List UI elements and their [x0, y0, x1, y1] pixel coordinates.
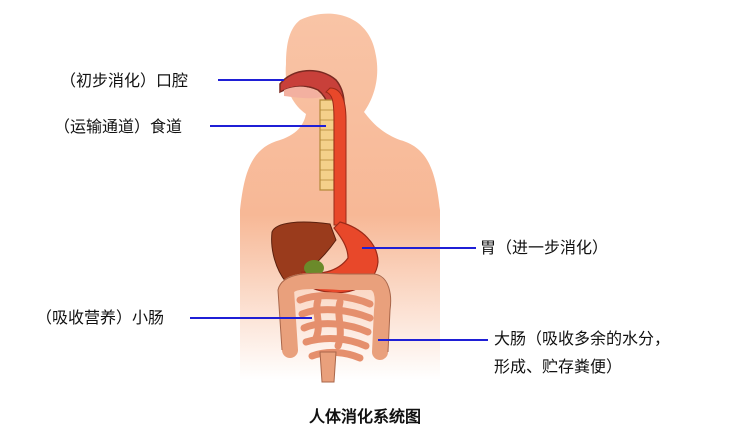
label-large-intestine-line1: 大肠（吸收多余的水分， [494, 329, 671, 348]
figure-caption: 人体消化系统图 [308, 407, 421, 426]
esophagus [319, 99, 335, 191]
label-small-intestine: （吸收营养）小肠 [36, 308, 165, 327]
lower-esophagus [325, 87, 347, 226]
gallbladder [304, 260, 324, 276]
large-intestine [278, 273, 391, 360]
rectum [319, 351, 337, 383]
small-intestine [296, 292, 374, 362]
tongue [284, 86, 322, 99]
large-intestine-outline [277, 272, 392, 353]
label-stomach: 胃（进一步消化） [480, 238, 609, 257]
label-large-intestine-line2: 形成、贮存粪便） [494, 357, 623, 376]
leader-lines [190, 79, 488, 341]
label-esophagus: （运输通道）食道 [54, 117, 183, 136]
esophagus-rings [320, 109, 334, 181]
label-mouth: （初步消化）口腔 [60, 71, 189, 90]
